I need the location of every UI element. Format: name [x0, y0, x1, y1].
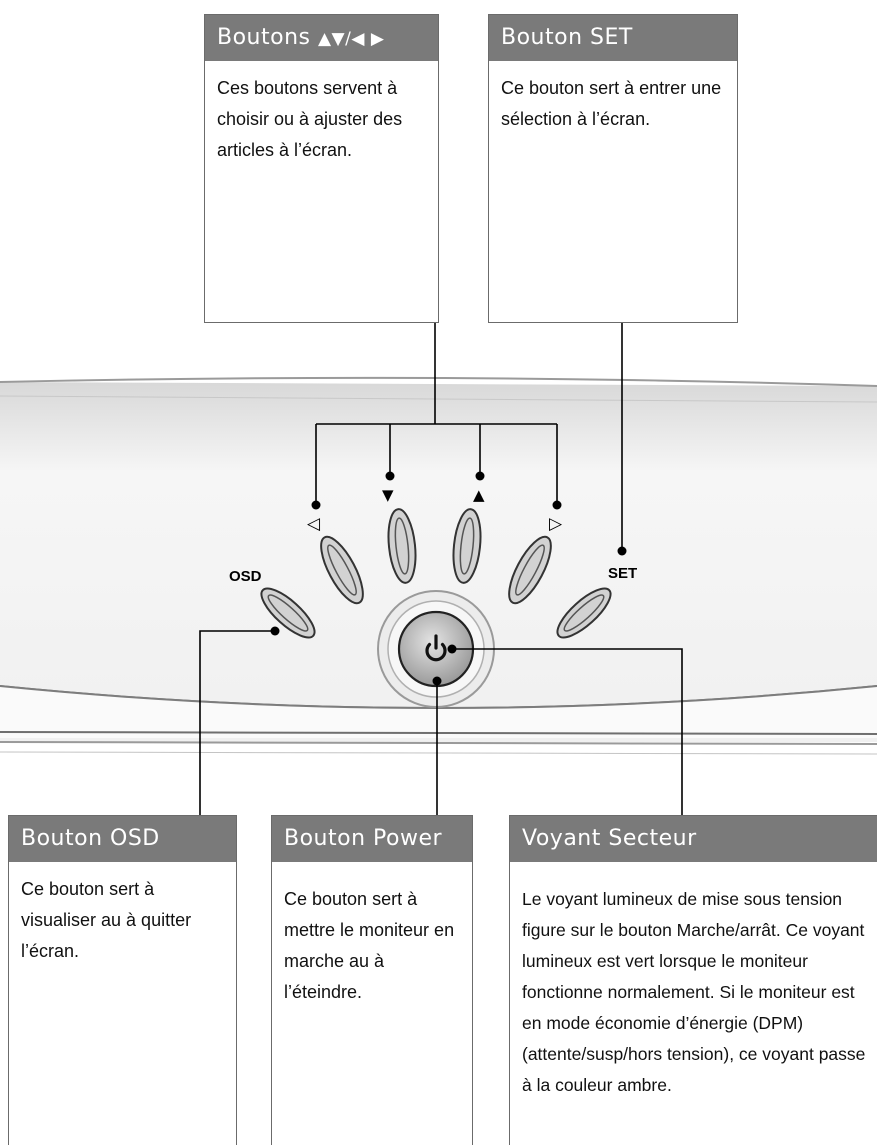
up-arrow-dot: [475, 471, 485, 481]
left-arrow-dot: [311, 500, 321, 510]
panel-bottom-line-3: [0, 751, 877, 755]
right-arrow-label: ▷: [549, 514, 563, 534]
left-arrow-button[interactable]: [313, 531, 371, 609]
power-button-callout: Bouton Power Ce bouton sert à mettre le …: [271, 815, 473, 1145]
right-arrow-button[interactable]: [501, 531, 559, 609]
power-led-callout: Voyant Secteur Le voyant lumineux de mis…: [509, 815, 877, 1145]
panel-surface: [0, 382, 877, 742]
arrow-buttons-title-text: Boutons: [217, 25, 318, 50]
arrow-buttons-description: Ces boutons servent à choisir ou à ajust…: [217, 78, 403, 160]
power-icon: [425, 634, 447, 662]
set-button[interactable]: [551, 581, 618, 644]
osd-button-description: Ce bouton sert à visualiser au à quitter…: [21, 879, 192, 961]
osd-button[interactable]: [255, 581, 322, 644]
power-button-description: Ce bouton sert à mettre le moniteur en m…: [284, 889, 455, 1002]
osd-callout-line: [199, 630, 275, 815]
panel-bottom-line-1: [0, 731, 877, 735]
power-button-title: Bouton Power: [272, 816, 472, 862]
set-button-callout: Bouton SET Ce bouton sert à entrer une s…: [488, 14, 738, 323]
osd-callout-dot: [270, 626, 280, 636]
left-arrow-label: ◁: [307, 514, 321, 534]
arrow-buttons-callout: Boutons ▲▼/◀ ▶ Ces boutons servent à cho…: [204, 14, 439, 323]
led-callout-dot: [447, 644, 457, 654]
set-button-description: Ce bouton sert à entrer une sélection à …: [501, 78, 722, 129]
down-arrow-label: ▼: [382, 486, 394, 504]
arrow-buttons-title: Boutons ▲▼/◀ ▶: [205, 15, 438, 61]
led-callout-line: [452, 648, 683, 815]
arrow-keys-icon: ▲▼/◀ ▶: [317, 29, 385, 49]
up-arrow-label: ▲: [473, 486, 485, 504]
power-led-description: Le voyant lumineux de mise sous tension …: [522, 889, 866, 1095]
power-led-title: Voyant Secteur: [510, 816, 877, 862]
osd-button-callout: Bouton OSD Ce bouton sert à visualiser a…: [8, 815, 237, 1145]
right-arrow-dot: [552, 500, 562, 510]
panel-top-edge: [0, 376, 877, 387]
panel-bottom-line-2: [0, 741, 877, 745]
panel-top-line: [0, 395, 877, 403]
osd-label: OSD: [229, 568, 262, 585]
panel-lower-strip: [0, 686, 877, 738]
power-callout-dot: [432, 676, 442, 686]
down-arrow-dot: [385, 471, 395, 481]
osd-button-title: Bouton OSD: [9, 816, 236, 862]
up-arrow-button[interactable]: [450, 508, 484, 584]
down-arrow-button[interactable]: [385, 508, 419, 584]
set-label: SET: [608, 565, 637, 582]
set-button-title: Bouton SET: [489, 15, 737, 61]
set-callout-dot: [617, 546, 627, 556]
